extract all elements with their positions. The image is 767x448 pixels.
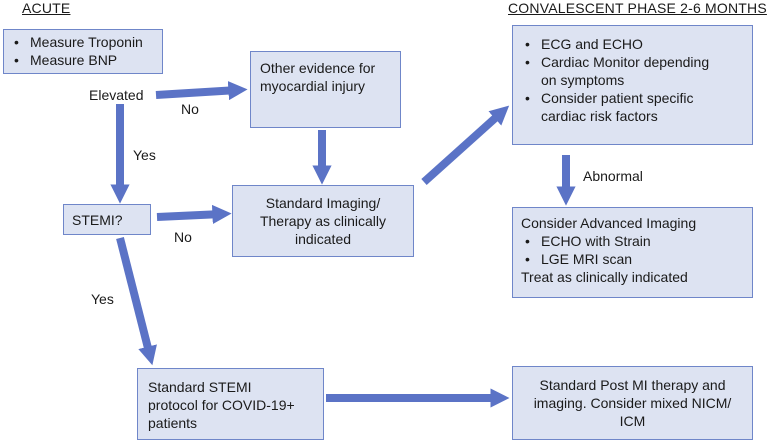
stemi-protocol-line-1: Standard STEMI	[148, 379, 252, 395]
standard-imaging-box: Standard Imaging/ Therapy as clinically …	[232, 185, 414, 257]
label-yes-bottom: Yes	[91, 291, 114, 307]
acute-header: ACUTE	[22, 0, 71, 16]
post-mi-line-2: imaging. Consider mixed NICM/	[533, 395, 732, 411]
measure-bnp-item: Measure BNP	[10, 51, 156, 69]
measure-troponin-item: Measure Troponin	[10, 33, 156, 51]
standard-imaging-line-3: indicated	[294, 231, 352, 247]
stemi-question-box: STEMI?	[63, 204, 151, 235]
stemi-protocol-line-2: protocol for COVID-19+	[148, 397, 295, 413]
advanced-item-echo-strain: ECHO with Strain	[521, 232, 744, 250]
followup-box: ECG and ECHO Cardiac Monitor dependingon…	[512, 25, 753, 145]
advanced-imaging-box: Consider Advanced Imaging ECHO with Stra…	[512, 207, 753, 298]
standard-imaging-line-2: Therapy as clinically	[259, 213, 387, 229]
post-mi-line-3: ICM	[619, 413, 646, 429]
post-mi-line-1: Standard Post MI therapy and	[539, 377, 726, 393]
other-evidence-line-1: Other evidence for	[260, 60, 376, 76]
stemi-protocol-line-3: patients	[148, 415, 198, 431]
standard-imaging-line-1: Standard Imaging/	[265, 195, 381, 211]
label-yes-top: Yes	[133, 147, 156, 163]
stemi-question-text: STEMI?	[72, 212, 123, 228]
followup-item-ecg-echo: ECG and ECHO	[521, 35, 744, 53]
label-no-top: No	[181, 101, 199, 117]
arrow-stemi-to-protocol	[116, 237, 157, 366]
post-mi-box: Standard Post MI therapy and imaging. Co…	[512, 366, 753, 440]
arrow-elevated-to-other-evidence	[155, 81, 248, 101]
arrow-imaging-to-followup	[421, 105, 510, 185]
label-abnormal: Abnormal	[583, 168, 643, 184]
advanced-imaging-footer: Treat as clinically indicated	[521, 269, 688, 285]
convalescent-header: CONVALESCENT PHASE 2-6 MONTHS	[508, 0, 767, 16]
advanced-imaging-title: Consider Advanced Imaging	[521, 215, 697, 231]
advanced-item-lge-mri: LGE MRI scan	[521, 250, 744, 268]
measure-box: Measure Troponin Measure BNP	[3, 29, 163, 74]
other-evidence-box: Other evidence for myocardial injury	[250, 51, 401, 128]
stemi-protocol-box: Standard STEMI protocol for COVID-19+ pa…	[137, 368, 324, 440]
label-no-middle: No	[174, 229, 192, 245]
other-evidence-line-2: myocardial injury	[260, 78, 366, 94]
label-elevated: Elevated	[89, 87, 144, 103]
arrow-stemi-to-imaging	[156, 204, 232, 225]
